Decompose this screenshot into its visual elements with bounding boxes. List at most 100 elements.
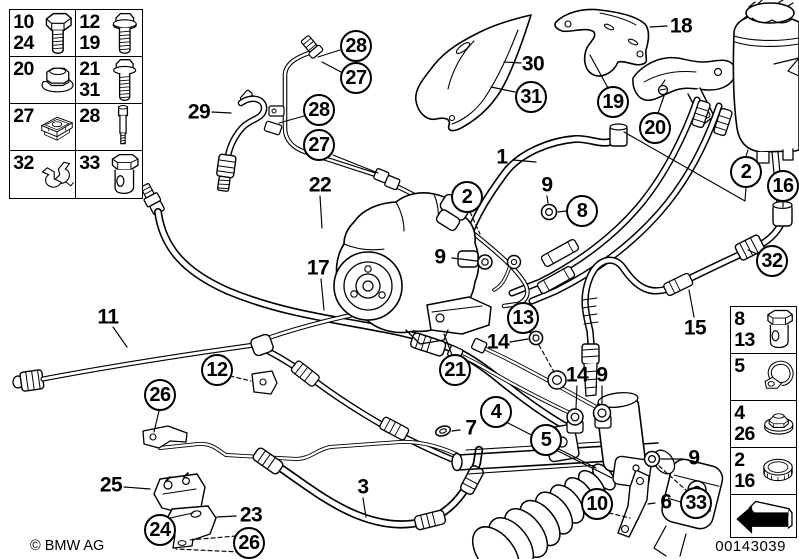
callout-label-9[interactable]: 9 [596, 363, 608, 387]
callout-label-18[interactable]: 18 [669, 14, 693, 38]
part-number: 4 [734, 402, 745, 425]
callout-label-9[interactable]: 9 [541, 173, 553, 197]
callout-circle-20[interactable]: 20 [639, 112, 671, 144]
part-number: 31 [79, 79, 100, 102]
callout-label-3[interactable]: 3 [357, 475, 369, 499]
washer-bolt-icon [105, 11, 141, 55]
clamp-plate-icon [39, 105, 75, 149]
banjo-bolt-icon [761, 308, 795, 350]
hose-3 [252, 445, 485, 531]
callout-circle-2[interactable]: 2 [730, 156, 762, 188]
callout-label-30[interactable]: 30 [521, 52, 545, 76]
part-number: 5 [734, 355, 745, 378]
banjo-bolt-icon [105, 152, 141, 196]
callout-circle-26[interactable]: 26 [233, 527, 265, 559]
callout-circle-27[interactable]: 27 [303, 129, 335, 161]
callout-circle-28[interactable]: 28 [340, 30, 372, 62]
callout-label-7[interactable]: 7 [465, 416, 477, 440]
hex-bolt-icon [39, 11, 75, 55]
callout-circle-24[interactable]: 24 [144, 514, 176, 546]
callout-circle-19[interactable]: 19 [597, 86, 629, 118]
callout-label-17[interactable]: 17 [306, 256, 330, 280]
callout-label-6[interactable]: 6 [660, 490, 672, 514]
callout-circle-5[interactable]: 5 [530, 424, 562, 456]
hose-29 [216, 89, 268, 192]
callout-circle-21[interactable]: 21 [439, 354, 471, 386]
callout-circle-28[interactable]: 28 [303, 94, 335, 126]
bracket-12 [251, 370, 278, 395]
part-number: 21 [79, 58, 100, 81]
shoulder-screw-icon [105, 105, 141, 149]
callout-circle-33[interactable]: 33 [680, 487, 712, 519]
flange-nut-icon [39, 58, 75, 102]
callout-circle-10[interactable]: 10 [581, 488, 613, 520]
legend-cell-32[interactable]: 32 [9, 150, 77, 199]
callout-label-14[interactable]: 14 [565, 363, 589, 387]
callout-label-15[interactable]: 15 [683, 316, 707, 340]
part-number: 24 [13, 32, 34, 55]
part-number: 33 [79, 152, 100, 175]
callout-label-1[interactable]: 1 [496, 145, 508, 169]
part-number: 2 [734, 449, 745, 472]
part-number: 26 [734, 423, 755, 446]
heat-shield-18 [554, 8, 650, 77]
spring-clip-icon [39, 152, 75, 196]
callout-circle-31[interactable]: 31 [515, 81, 547, 113]
callout-label-9[interactable]: 9 [688, 446, 700, 470]
callout-circle-16[interactable]: 16 [767, 170, 799, 202]
callout-label-9[interactable]: 9 [434, 245, 446, 269]
callout-label-25[interactable]: 25 [99, 473, 123, 497]
part-number: 10 [13, 11, 34, 34]
callout-circle-8[interactable]: 8 [566, 195, 598, 227]
hose-1 [458, 123, 628, 249]
legend-cell-5[interactable]: 5 [730, 353, 797, 402]
clamp-ring-icon [761, 449, 795, 491]
direction-arrow-icon [735, 498, 793, 536]
legend-cell-33[interactable]: 33 [75, 150, 143, 199]
callout-label-23[interactable]: 23 [239, 503, 263, 527]
callout-label-14[interactable]: 14 [486, 330, 510, 354]
copyright-text: © BMW AG [30, 538, 105, 554]
bracket-25 [153, 472, 206, 514]
callout-label-29[interactable]: 29 [187, 100, 211, 124]
part-number: 16 [734, 470, 755, 493]
long-washer-bolt-icon [105, 58, 141, 102]
callout-circle-32[interactable]: 32 [756, 245, 788, 277]
part-number: 13 [734, 329, 755, 352]
callout-circle-12[interactable]: 12 [201, 354, 233, 386]
callout-circle-4[interactable]: 4 [480, 396, 512, 428]
leader-lines [112, 25, 784, 553]
fluid-reservoir [732, 0, 799, 206]
legend-cell-28[interactable]: 28 [75, 103, 143, 152]
callout-circle-27[interactable]: 27 [340, 62, 372, 94]
pipe-22 [263, 35, 530, 309]
part-number: 20 [13, 58, 34, 81]
flange-lock-nut-icon [761, 402, 795, 444]
callout-circle-13[interactable]: 13 [507, 302, 539, 334]
pipe-clamp-icon [761, 355, 795, 397]
bracket-23 [165, 505, 217, 549]
callout-circle-2[interactable]: 2 [451, 181, 483, 213]
callout-label-22[interactable]: 22 [308, 173, 332, 197]
part-number: 28 [79, 105, 100, 128]
power-steering-pump [333, 192, 522, 345]
legend-cell-20[interactable]: 20 [9, 56, 77, 105]
bracket-6 [617, 464, 650, 538]
callout-label-11[interactable]: 11 [97, 305, 119, 329]
rack-bellows [471, 463, 616, 559]
part-number: 12 [79, 11, 100, 34]
suction-hoses [508, 96, 733, 305]
callout-circle-26[interactable]: 26 [144, 379, 176, 411]
legend-cell-27[interactable]: 27 [9, 103, 77, 152]
part-number: 27 [13, 105, 34, 128]
part-number: 32 [13, 152, 34, 175]
legend-cell-direction-arrow[interactable] [730, 494, 797, 538]
